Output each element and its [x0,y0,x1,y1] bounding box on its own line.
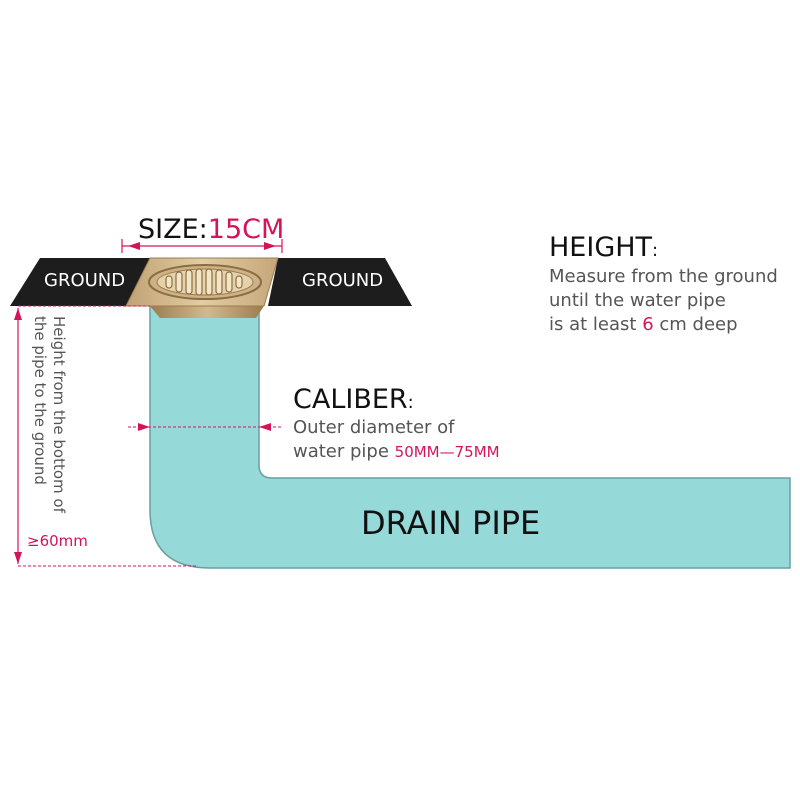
caliber-description: Outer diameter of water pipe 50MM—75MM [293,416,500,464]
height-line-3-suffix: cm deep [653,314,738,335]
caliber-title-text: CALIBER [293,384,408,415]
caliber-title: CALIBER: [293,384,414,415]
depth-dimension-line [14,305,198,567]
drain-pipe-label: DRAIN PIPE [361,504,541,542]
height-line-3-value: 6 [642,314,654,335]
size-dimension-line [121,239,283,253]
drain-pipe [149,297,791,569]
height-line-1: Measure from the ground [549,266,778,287]
height-description: Measure from the ground until the water … [549,265,778,337]
ground-left [10,258,150,306]
ground-left-label: GROUND [44,270,126,291]
height-line-2: until the water pipe [549,290,726,311]
height-line-3: is at least 6 cm deep [549,313,778,337]
depth-note-line-1: Height from the bottom of [50,316,68,513]
depth-note-line-2: the pipe to the ground [31,316,49,485]
depth-value: ≥60mm [27,532,88,550]
floor-drain-grate [125,257,279,307]
ground-right-label: GROUND [302,270,384,291]
caliber-line-1: Outer diameter of [293,417,455,438]
depth-note: Height from the bottom of the pipe to th… [30,316,68,513]
size-prefix: SIZE: [138,214,208,245]
caliber-line-2: water pipe 50MM—75MM [293,440,500,464]
size-value: 15CM [207,214,285,245]
size-label: SIZE:15CM [138,214,284,245]
height-title-text: HEIGHT [549,232,653,263]
caliber-line-2-value: 50MM—75MM [394,443,500,461]
height-colon: : [652,240,659,261]
height-title: HEIGHT: [549,232,658,263]
ground-right [268,258,412,306]
grate-collar [150,306,264,318]
caliber-line-2-prefix: water pipe [293,441,395,462]
height-line-3-prefix: is at least [549,314,643,335]
caliber-dimension-line [128,423,282,431]
caliber-colon: : [407,392,414,413]
